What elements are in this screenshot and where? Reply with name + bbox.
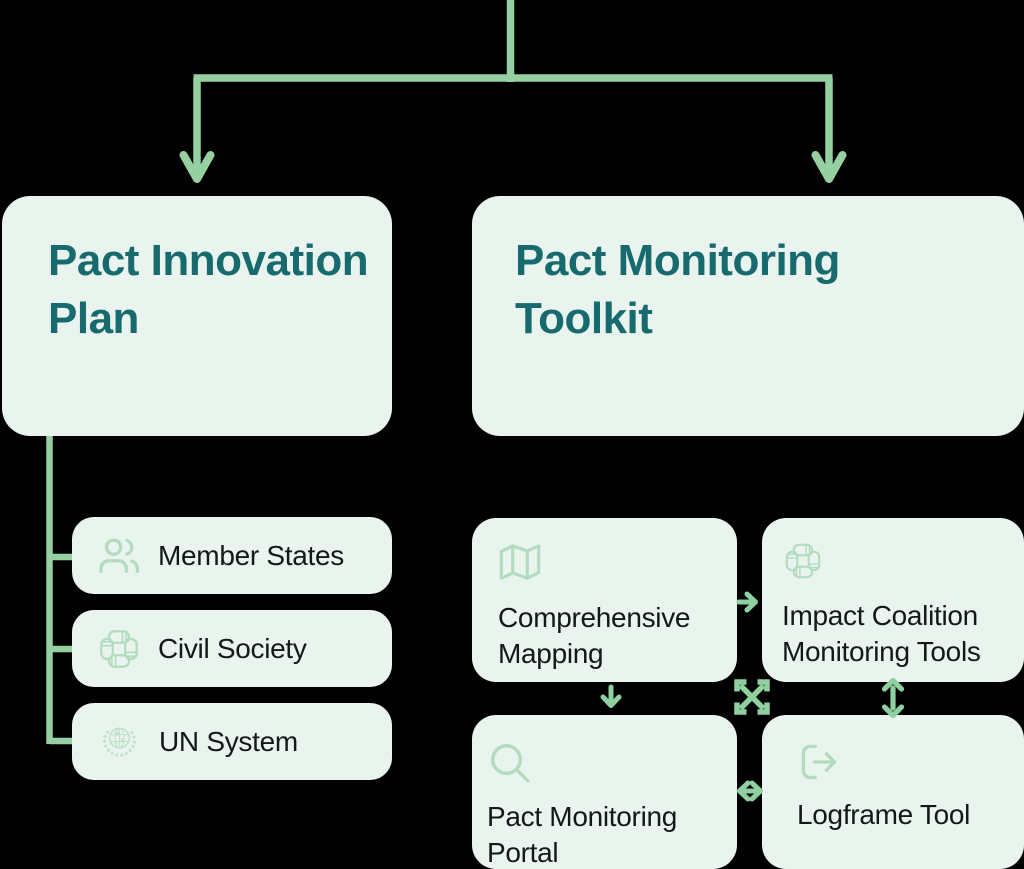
toolkit-cell-label: Pact Monitoring Portal <box>487 801 678 868</box>
map-icon <box>499 544 541 580</box>
right-arrow-icon <box>736 591 758 613</box>
users-icon <box>99 537 140 573</box>
down-arrow-icon <box>600 684 622 708</box>
plan-item-civil-society: Civil Society <box>72 610 392 687</box>
plan-item-label: UN System <box>159 725 298 757</box>
toolkit-cell-label: Comprehensive Mapping <box>498 602 691 669</box>
toolkit-cell-label: Logframe Tool <box>797 799 971 830</box>
export-icon <box>801 744 837 780</box>
search-icon <box>491 744 530 783</box>
pact-innovation-plan-title: Pact Innovation Plan <box>48 236 369 343</box>
pact-monitoring-toolkit-card: Pact Monitoring Toolkit <box>472 196 1024 436</box>
hands-icon <box>96 626 142 672</box>
plan-item-label: Member States <box>158 539 344 571</box>
toolkit-cell-impact-coalition-monitoring-tools: Impact Coalition Monitoring Tools <box>762 518 1024 682</box>
plan-item-member-states: Member States <box>72 517 392 594</box>
toolkit-cell-comprehensive-mapping: Comprehensive Mapping <box>472 518 737 682</box>
pact-monitoring-toolkit-title: Pact Monitoring Toolkit <box>515 236 840 343</box>
toolkit-cell-pact-monitoring-portal: Pact Monitoring Portal <box>472 715 737 869</box>
cross-arrows-icon <box>734 679 770 715</box>
hands-icon <box>782 540 824 582</box>
horizontal-double-arrow-icon <box>737 780 763 802</box>
toolkit-cell-label: Impact Coalition Monitoring Tools <box>782 600 981 667</box>
pact-innovation-plan-card: Pact Innovation Plan <box>2 196 392 436</box>
plan-item-un-system: UN System <box>72 703 392 780</box>
toolkit-cell-logframe-tool: Logframe Tool <box>762 715 1024 869</box>
plan-item-label: Civil Society <box>158 632 307 664</box>
vertical-double-arrow-icon <box>881 677 905 719</box>
un-emblem-icon <box>103 727 136 757</box>
